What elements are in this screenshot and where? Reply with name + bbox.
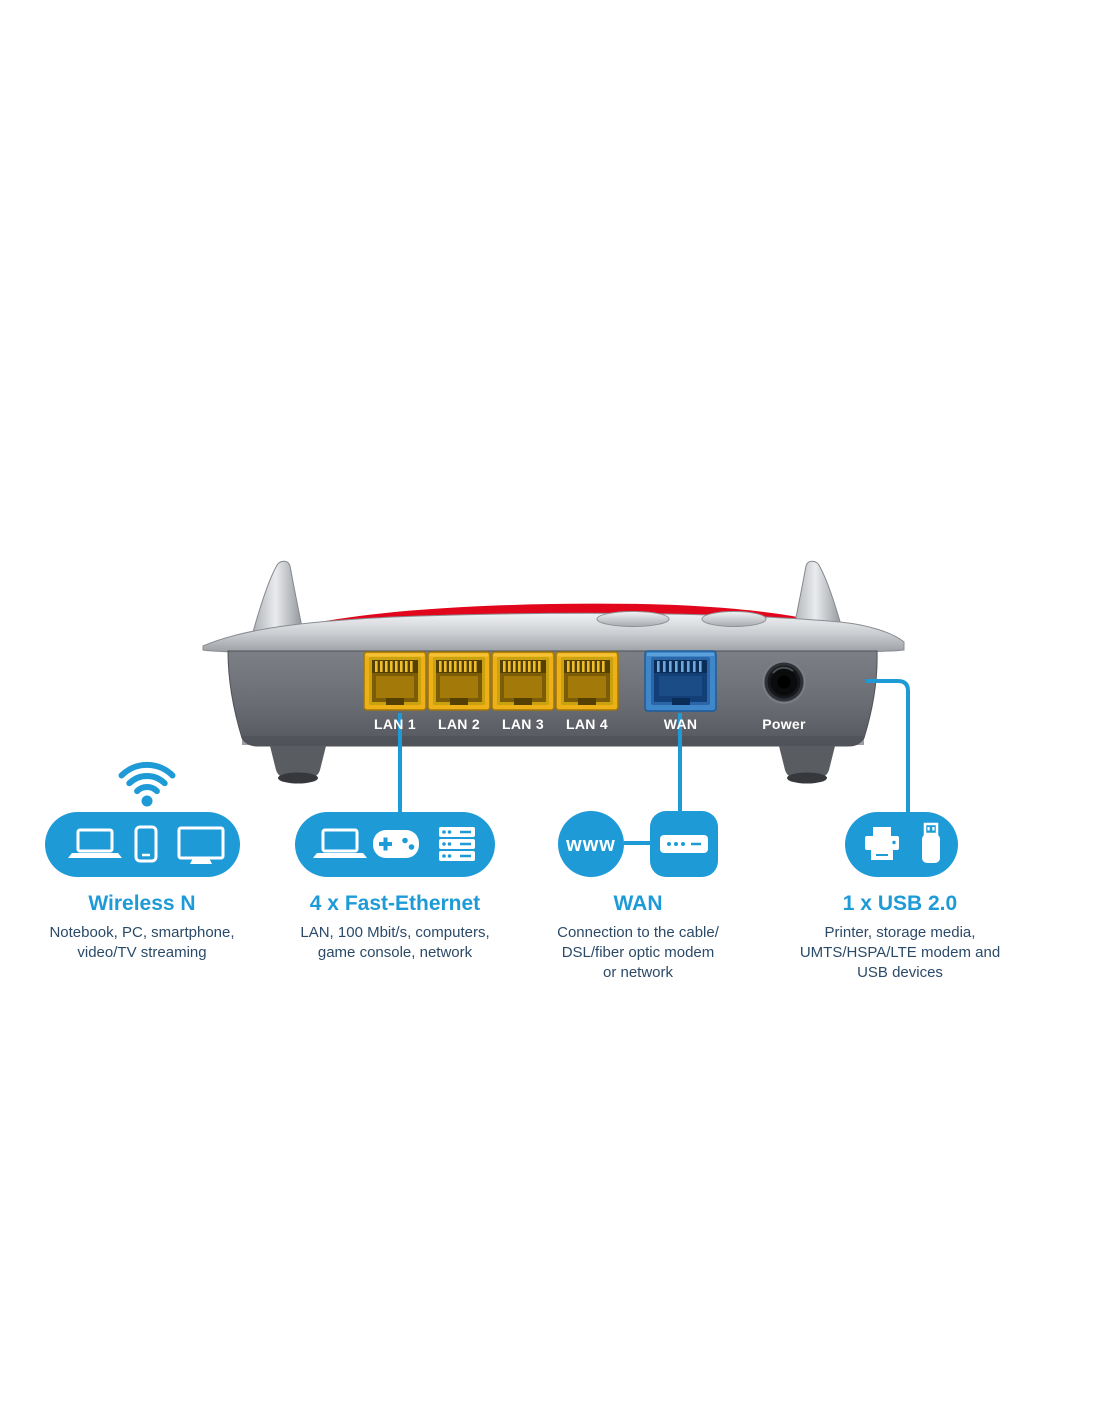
callout-desc-usb: Printer, storage media, UMTS/HSPA/LTE mo…	[799, 924, 1001, 981]
port-label-wan: WAN	[663, 716, 698, 732]
lan-port-3	[491, 651, 555, 711]
www-badge: www	[558, 811, 624, 877]
lan-port-2	[427, 651, 491, 711]
lan-port-1	[363, 651, 427, 711]
antenna-foot-left	[252, 560, 304, 633]
callout-wan: WAN Connection to the cable/ DSL/fiber o…	[518, 892, 758, 982]
callout-title-wan: WAN	[613, 892, 663, 915]
callout-pill-usb	[845, 812, 958, 877]
port-label-lan-3: LAN 3	[502, 716, 544, 732]
callout-pill-ethernet	[295, 812, 495, 877]
router-foot-left	[270, 746, 326, 784]
port-label-lan-4: LAN 4	[566, 716, 608, 732]
wifi-icon	[118, 761, 176, 807]
port-label-power: Power	[762, 716, 806, 732]
callout-title-ethernet: 4 x Fast-Ethernet	[309, 892, 481, 915]
router-top-edge	[202, 612, 905, 656]
callout-title-wireless: Wireless N	[88, 892, 196, 915]
monitor-icon	[177, 826, 225, 864]
printer-icon	[865, 827, 899, 860]
callout-desc-ethernet: LAN, 100 Mbit/s, computers, game console…	[300, 924, 490, 961]
router-button-left	[596, 611, 670, 627]
antenna-foot-right	[792, 560, 844, 633]
connector-line-usb	[866, 679, 910, 812]
usb-stick-icon	[922, 822, 940, 863]
callout-wireless: Wireless N Notebook, PC, smartphone, vid…	[12, 892, 272, 963]
router-foot-right	[779, 746, 835, 784]
lan-port-4	[555, 651, 619, 711]
modem-icon	[650, 811, 718, 877]
callout-title-usb: 1 x USB 2.0	[842, 892, 958, 915]
callout-pill-wireless	[45, 812, 240, 877]
gamepad-icon	[373, 830, 419, 858]
callout-desc-wan: Connection to the cable/ DSL/fiber optic…	[557, 924, 719, 981]
power-jack	[762, 660, 806, 704]
port-label-lan-1: LAN 1	[374, 716, 416, 732]
wan-port	[644, 650, 717, 712]
network-switch-icon	[439, 827, 475, 861]
callout-desc-wireless: Notebook, PC, smartphone, video/TV strea…	[49, 924, 235, 961]
router	[202, 560, 905, 784]
callout-ethernet: 4 x Fast-Ethernet LAN, 100 Mbit/s, compu…	[255, 892, 535, 963]
port-label-lan-2: LAN 2	[438, 716, 480, 732]
router-button-right	[701, 611, 767, 627]
www-label: www	[565, 834, 616, 856]
smartphone-icon	[134, 825, 158, 863]
callout-usb: 1 x USB 2.0 Printer, storage media, UMTS…	[770, 892, 1030, 982]
router-illustration: www	[45, 560, 958, 877]
